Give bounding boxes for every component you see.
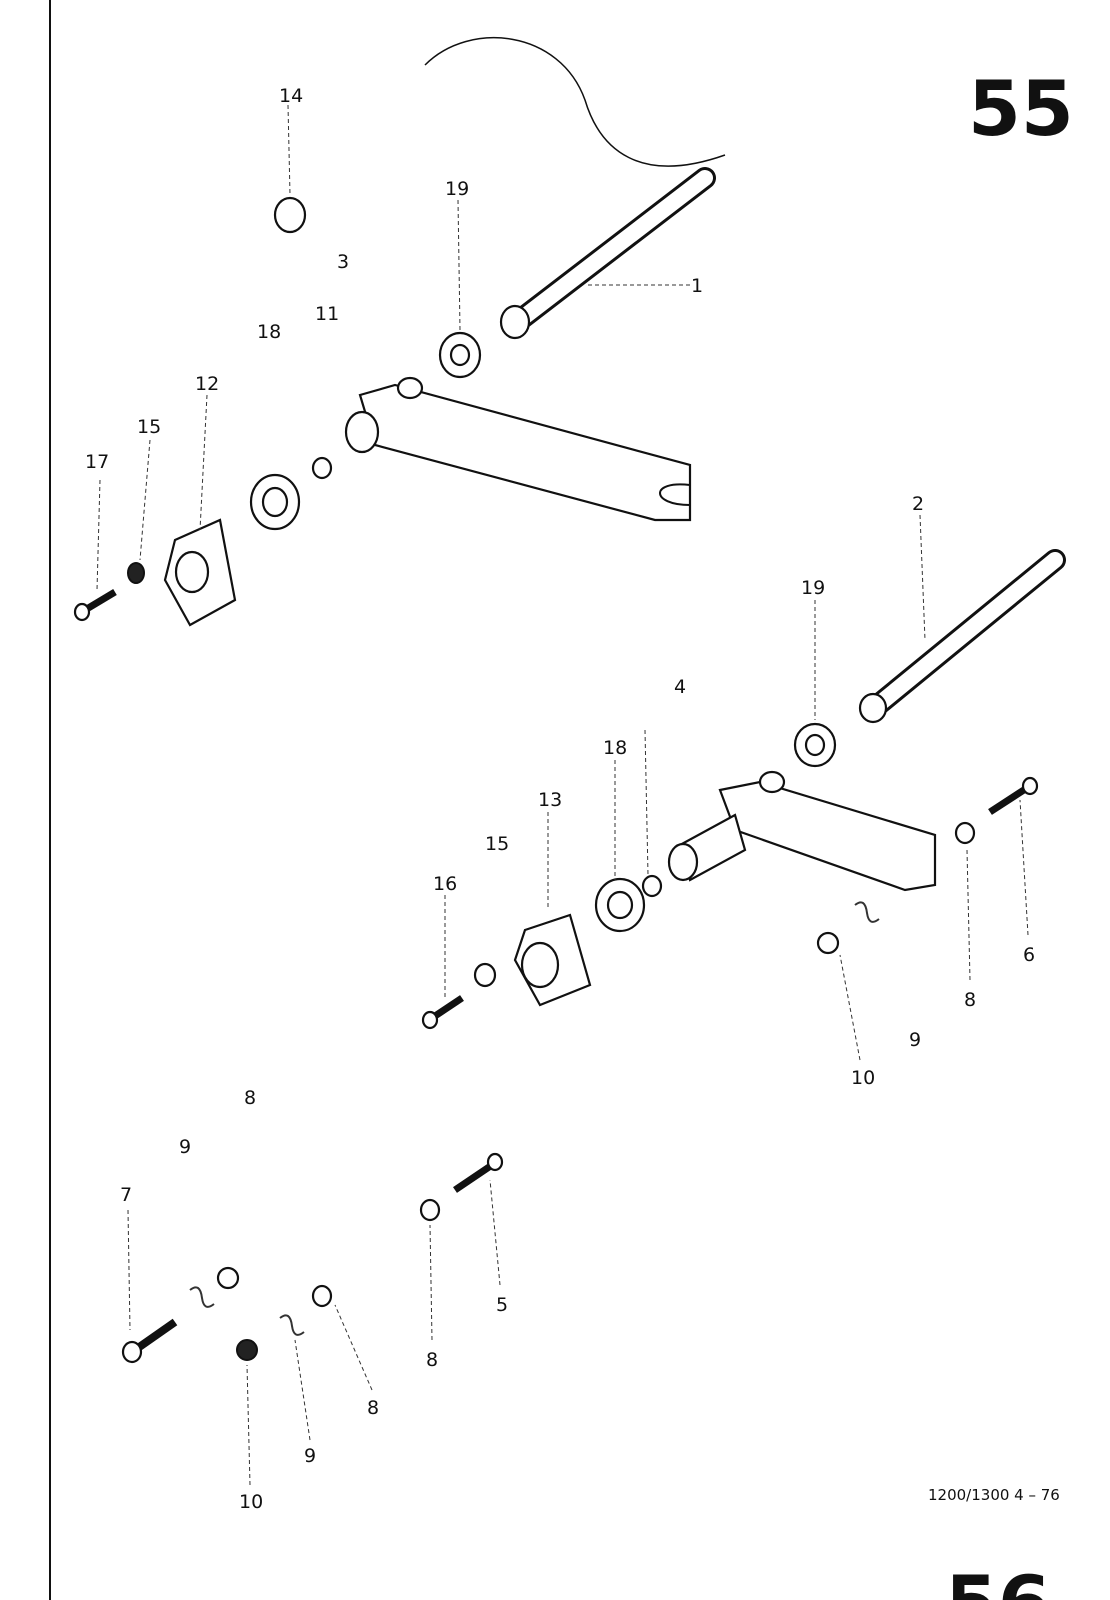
part-label: 5: [496, 1294, 508, 1316]
bearing-part: [594, 877, 646, 933]
part-label: 9: [909, 1029, 921, 1051]
part-label: 7: [120, 1184, 132, 1206]
part-label: 3: [337, 251, 349, 273]
seal-ring-part: [641, 874, 663, 898]
bolt-part: [988, 776, 1039, 815]
bearing-part: [249, 473, 301, 531]
part-label: 1: [691, 275, 703, 297]
part-label: 9: [304, 1445, 316, 1467]
part-label: 18: [257, 321, 281, 343]
cover-plate-lower: [513, 913, 592, 1007]
washer-part: [954, 821, 976, 845]
nut-part: [816, 931, 840, 955]
ring-part: [127, 562, 145, 584]
part-labels: 14 19 3 11 1 18 12 15 17 2 19 4 18 13 15…: [85, 85, 1035, 1513]
part-label: 18: [603, 737, 627, 759]
washer-part: [311, 1284, 333, 1308]
cap-part: [273, 196, 307, 234]
nut-part: [236, 1339, 258, 1361]
part-label: 8: [964, 989, 976, 1011]
cover-plate-upper: [163, 518, 237, 627]
part-label: 14: [279, 85, 303, 107]
bolt-part: [73, 588, 117, 622]
part-label: 15: [137, 416, 161, 438]
lock-clip-part: [279, 1314, 305, 1336]
part-label: 11: [315, 303, 339, 325]
hex-nut-part: [793, 722, 837, 768]
part-label: 10: [239, 1491, 263, 1513]
part-label: 19: [445, 178, 469, 200]
bolt-part: [421, 995, 464, 1030]
part-label: 17: [85, 451, 109, 473]
trailing-arm-upper: [344, 376, 692, 522]
part-label: 8: [367, 1397, 379, 1419]
torsion-bar-lower: [858, 549, 1066, 724]
part-label: 19: [801, 577, 825, 599]
leader-lines: [96, 104, 1029, 1486]
ring-part: [473, 962, 497, 988]
part-label: 16: [433, 873, 457, 895]
part-label: 13: [538, 789, 562, 811]
washer-part: [419, 1198, 441, 1222]
wire-part: [424, 37, 726, 167]
torsion-bar-upper: [499, 167, 716, 340]
seal-ring-part: [311, 456, 333, 480]
page-number-top: 55: [968, 64, 1074, 153]
part-label: 2: [912, 493, 924, 515]
trailing-arm-lower: [667, 770, 937, 892]
part-label: 8: [426, 1349, 438, 1371]
washer-part: [216, 1266, 240, 1290]
lock-clip-part: [854, 901, 880, 923]
page-number-bottom: 56: [945, 1559, 1051, 1600]
part-label: 8: [244, 1087, 256, 1109]
hex-nut-part: [438, 331, 482, 379]
part-label: 9: [179, 1136, 191, 1158]
bolt-part: [121, 1318, 178, 1364]
part-label: 12: [195, 373, 219, 395]
part-label: 15: [485, 833, 509, 855]
part-label: 4: [674, 676, 686, 698]
part-label: 10: [851, 1067, 875, 1089]
bolt-part: [453, 1152, 504, 1193]
footer-code: 1200/1300 4 – 76: [928, 1486, 1060, 1504]
lock-clip-part: [189, 1286, 215, 1308]
part-label: 6: [1023, 944, 1035, 966]
